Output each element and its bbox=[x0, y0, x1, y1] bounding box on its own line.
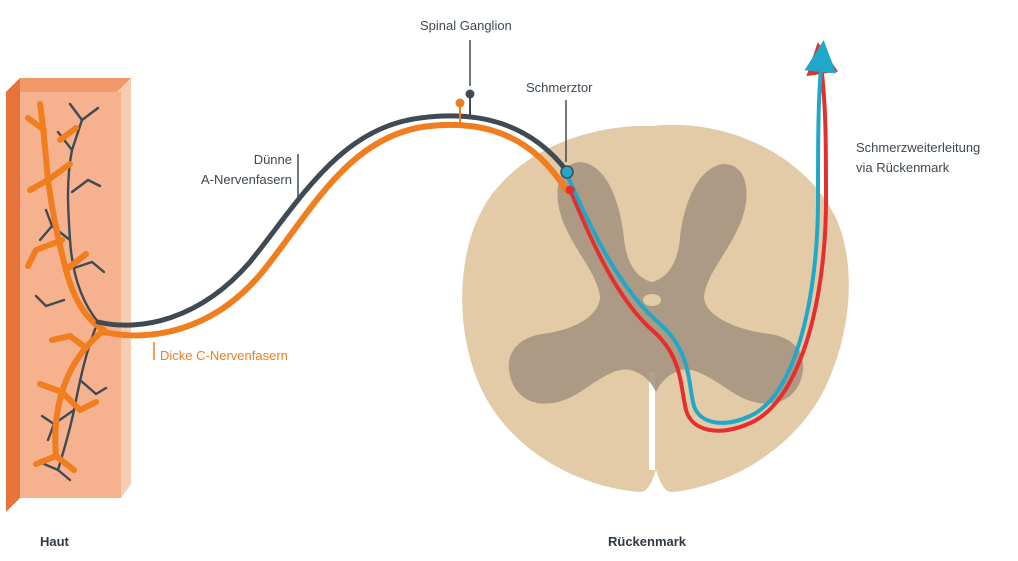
label-pain-2: via Rückenmark bbox=[856, 160, 950, 175]
label-thin-fibers-2: A-Nervenfasern bbox=[201, 172, 292, 187]
skin-block bbox=[6, 78, 131, 512]
label-thin-fibers-1: Dünne bbox=[254, 152, 292, 167]
label-schmerztor: Schmerztor bbox=[526, 80, 593, 95]
label-skin: Haut bbox=[40, 534, 70, 549]
label-pain-1: Schmerzweiterleitung bbox=[856, 140, 980, 155]
label-spinal-cord: Rückenmark bbox=[608, 534, 687, 549]
schmerztor-blue-dot bbox=[561, 166, 573, 178]
ganglion-dark-dot bbox=[466, 90, 475, 99]
ganglion-orange-dot bbox=[456, 99, 465, 108]
label-thick-fibers: Dicke C-Nervenfasern bbox=[160, 348, 288, 363]
label-spinal-ganglion: Spinal Ganglion bbox=[420, 18, 512, 33]
spinal-cord-cross-section bbox=[462, 125, 849, 492]
schmerztor-red-dot bbox=[566, 186, 575, 195]
